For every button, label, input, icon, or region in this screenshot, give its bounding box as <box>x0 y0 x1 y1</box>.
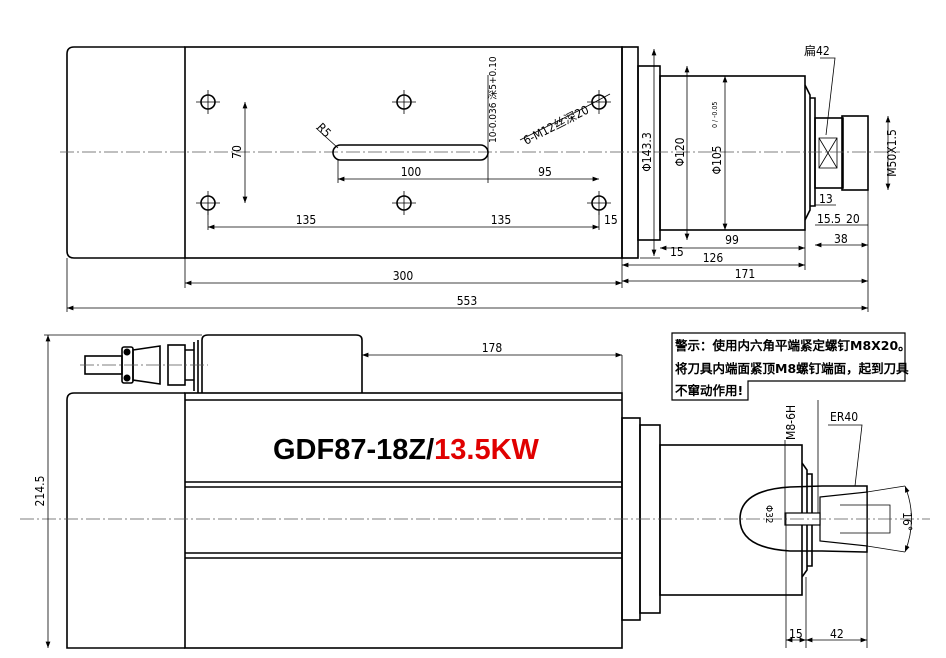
dim-15-side: 15 <box>789 627 803 641</box>
rear-cap <box>66 46 185 259</box>
warning-line-1: 警示：使用内六角平端紧定螺钉M8X20。 <box>674 338 911 353</box>
motor-body-side <box>184 392 623 649</box>
spindle-nose <box>659 75 806 231</box>
dim-214-5: 214.5 <box>33 476 47 507</box>
dim-15-edge: 15 <box>604 213 618 227</box>
dim-dia-105-tolerance: 0 / -0.05 <box>711 102 719 128</box>
dim-angle-16: 16° <box>900 512 914 531</box>
slot <box>332 144 489 161</box>
dim-42: 42 <box>830 627 844 641</box>
warning-line-2: 将刀具内端面紧顶M8螺钉端面，起到刀具 <box>675 361 909 376</box>
dim-38: 38 <box>834 232 848 246</box>
dim-100: 100 <box>401 165 422 179</box>
front-flange <box>621 46 639 259</box>
dim-13: 13 <box>819 192 833 206</box>
dim-95: 95 <box>538 165 552 179</box>
mounting-holes <box>196 90 611 215</box>
dim-m50: M50X1.5 <box>885 129 899 177</box>
collet-er40: ER40 <box>830 410 858 424</box>
power-rating: 13.5KW <box>434 434 539 466</box>
slot-tolerance: 10-0.036 深5+0.10 <box>487 56 499 143</box>
dim-553: 553 <box>457 294 478 308</box>
connector-base <box>193 340 199 393</box>
dim-99: 99 <box>725 233 739 247</box>
dim-15-5: 15.5 <box>817 212 841 226</box>
dim-dia-105: Φ105 <box>710 145 724 174</box>
thread-callout: 6-M12丝深20 <box>521 103 591 148</box>
top-view: 300 553 171 126 99 15 135 135 15 100 95 … <box>60 44 900 312</box>
warning-box <box>671 332 906 401</box>
motor-body <box>184 46 623 259</box>
dim-dia-120: Φ120 <box>673 137 687 166</box>
body-ribs <box>185 399 622 559</box>
rear-cap-side <box>66 392 185 649</box>
dim-135-left: 135 <box>296 213 317 227</box>
warning-line-3: 不窜动作用! <box>675 383 743 398</box>
dim-dia-143: Φ143.3 <box>640 132 654 171</box>
model-name: GDF87-18Z/ <box>273 434 434 466</box>
junction-box <box>201 334 363 393</box>
dim-126: 126 <box>703 251 724 265</box>
nut <box>841 115 869 191</box>
dim-171: 171 <box>735 267 756 281</box>
dim-15-flange: 15 <box>670 245 684 259</box>
thread-m8: M8-6H <box>784 405 798 440</box>
dim-phi32: Φ32 <box>763 505 774 524</box>
bearing-ring <box>804 84 816 221</box>
spindle-nose-side <box>659 444 803 596</box>
dim-20: 20 <box>846 212 860 226</box>
side-view: GDF87-18Z/13.5KW 214.5 178 M8-6H ER40 Φ3… <box>20 332 930 649</box>
dim-flat-42: 扁42 <box>804 44 830 58</box>
shaft <box>814 117 844 189</box>
collet-section <box>739 485 868 553</box>
dim-135-right: 135 <box>491 213 512 227</box>
model-title: GDF87-18Z/13.5KW <box>273 434 540 466</box>
wrench-flat <box>818 137 838 169</box>
dim-178: 178 <box>482 341 503 355</box>
dim-300: 300 <box>393 269 414 283</box>
dim-r5: R5 <box>314 120 334 140</box>
dim-70: 70 <box>230 145 244 159</box>
